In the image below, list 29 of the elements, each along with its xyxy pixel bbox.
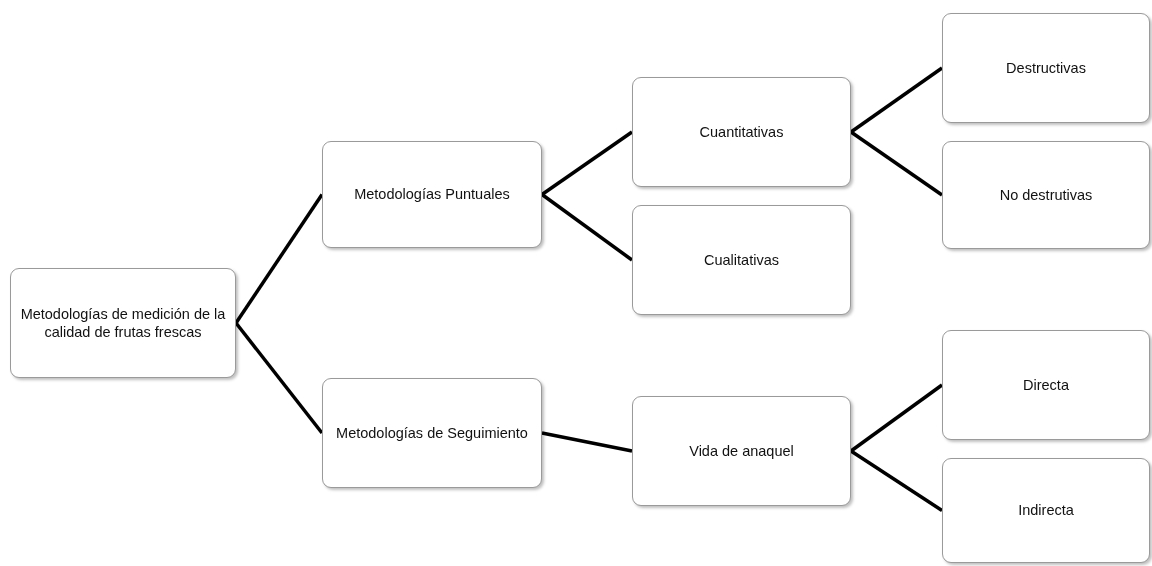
node-label: Metodologías Puntuales — [354, 185, 510, 204]
connector-line — [540, 193, 634, 262]
node-label: Cualitativas — [704, 250, 779, 270]
node-label: Indirecta — [1018, 501, 1074, 520]
connector-line — [849, 383, 944, 453]
text-box — [322, 378, 542, 488]
connector-line — [850, 130, 943, 197]
node-label: Destructivas — [1006, 58, 1086, 78]
node-label: Vida de anaquel — [689, 441, 794, 461]
connector-line — [234, 321, 324, 435]
text-box — [942, 330, 1150, 440]
text-box — [10, 268, 236, 378]
text-box — [942, 458, 1150, 563]
connector-line — [850, 449, 943, 512]
connector-line — [234, 193, 324, 324]
node-label: No destrutivas — [999, 185, 1093, 205]
text-box — [942, 13, 1150, 123]
text-box — [632, 396, 851, 506]
text-box — [942, 141, 1150, 249]
text-box — [632, 205, 851, 315]
text-box — [322, 141, 542, 248]
connector-line — [541, 130, 633, 196]
node-label: Directa — [1023, 375, 1069, 395]
text-box — [632, 77, 851, 187]
connector-line — [850, 66, 943, 134]
connector-line — [541, 431, 633, 453]
node-label: Cuantitativas — [699, 122, 784, 142]
node-label: Metodologías de Seguimiento — [336, 423, 528, 443]
node-label: Metodologías de medición de la calidad de frutas frescas — [19, 304, 227, 342]
